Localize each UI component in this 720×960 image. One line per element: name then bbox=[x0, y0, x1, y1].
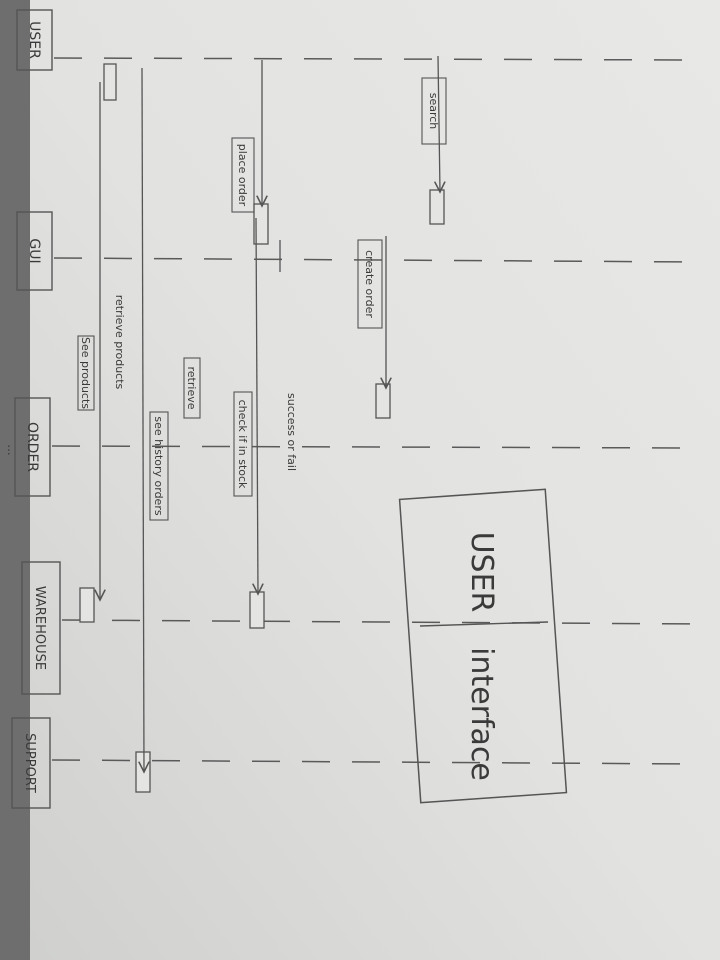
participant-user: USER bbox=[16, 9, 53, 71]
lifeline-support bbox=[51, 759, 701, 765]
arrow-check-stock bbox=[256, 217, 258, 594]
label-retrieve: retrieve bbox=[183, 357, 201, 419]
svg-text:create order: create order bbox=[363, 250, 376, 318]
participant-gui: GUI bbox=[16, 211, 53, 291]
arrow-see-history bbox=[142, 67, 144, 772]
participant-label: WAREHOUSE bbox=[32, 586, 47, 670]
note-left-text: USER bbox=[464, 532, 499, 613]
lifelines bbox=[51, 57, 701, 765]
activation-search bbox=[429, 189, 445, 225]
label-check-if-in-stock: check if in stock bbox=[233, 391, 253, 497]
activation-warehouse-2 bbox=[249, 591, 265, 629]
lifeline-user bbox=[53, 57, 701, 61]
lifeline-gui bbox=[53, 257, 701, 263]
top-scribble: ... bbox=[5, 444, 19, 455]
label-search: search bbox=[421, 77, 447, 145]
participant-label: GUI bbox=[26, 238, 42, 263]
activation-warehouse bbox=[79, 587, 95, 623]
svg-text:place order: place order bbox=[236, 144, 249, 207]
svg-text:check if in stock: check if in stock bbox=[236, 400, 249, 489]
note-divider bbox=[419, 621, 549, 627]
svg-text:search: search bbox=[427, 93, 440, 130]
message-labels: See products retrieve products see histo… bbox=[77, 77, 447, 521]
label-success-or-fail: success or fail bbox=[285, 393, 298, 471]
label-create-order: create order bbox=[357, 239, 383, 329]
label-place-order: place order bbox=[231, 137, 255, 213]
activation-support bbox=[135, 751, 151, 793]
activation-user bbox=[103, 63, 117, 101]
participant-label: USER bbox=[26, 21, 42, 59]
participant-warehouse: WAREHOUSE bbox=[21, 561, 61, 695]
activation-order bbox=[375, 383, 391, 419]
svg-text:see history orders: see history orders bbox=[152, 416, 165, 515]
label-see-history-orders: see history orders bbox=[149, 411, 169, 521]
participant-label: ORDER bbox=[24, 422, 40, 472]
message-arrows bbox=[100, 55, 440, 772]
participant-order: ORDER bbox=[14, 397, 51, 497]
note-right-text: interface bbox=[464, 647, 499, 781]
label-retrieve-products: retrieve products bbox=[113, 295, 126, 390]
participant-support: SUPPORT bbox=[11, 717, 51, 809]
participant-label: SUPPORT bbox=[22, 733, 37, 793]
lifeline-order bbox=[51, 445, 701, 449]
svg-text:See products: See products bbox=[79, 337, 92, 409]
svg-text:retrieve: retrieve bbox=[185, 367, 198, 410]
arrow-search bbox=[438, 55, 440, 192]
note-box: USER interface bbox=[398, 488, 568, 804]
lifeline-warehouse bbox=[61, 619, 701, 625]
label-see-products: See products bbox=[77, 335, 95, 411]
